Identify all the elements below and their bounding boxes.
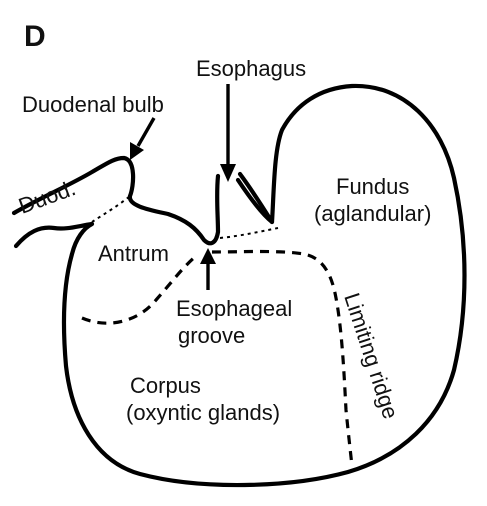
- corpus-label: Corpus: [130, 373, 201, 398]
- panel-letter: D: [24, 20, 46, 53]
- antrum-label: Antrum: [98, 241, 169, 266]
- duodenal-bulb-label: Duodenal bulb: [22, 92, 164, 117]
- esophageal-groove-label-1: Esophageal: [176, 296, 292, 321]
- esophagus-inner-wall: [238, 180, 272, 222]
- esophagus-arrow-head: [220, 164, 236, 182]
- greater-curvature-outline: [16, 86, 465, 485]
- pylorus-dotted-line: [92, 196, 130, 222]
- fundus-sublabel: (aglandular): [314, 201, 431, 226]
- duod-label: Duod.: [15, 175, 79, 219]
- limiting-ridge-label: Limiting ridge: [339, 290, 403, 422]
- esophageal-groove-label-2: groove: [178, 323, 245, 348]
- limiting-ridge-line: [212, 252, 352, 467]
- duodenal-bulb-arrow-shaft: [138, 118, 154, 146]
- corpus-sublabel: (oxyntic glands): [126, 400, 280, 425]
- esophagus-label: Esophagus: [196, 56, 306, 81]
- fundus-label: Fundus: [336, 174, 409, 199]
- fundus-dotted-boundary: [220, 228, 278, 238]
